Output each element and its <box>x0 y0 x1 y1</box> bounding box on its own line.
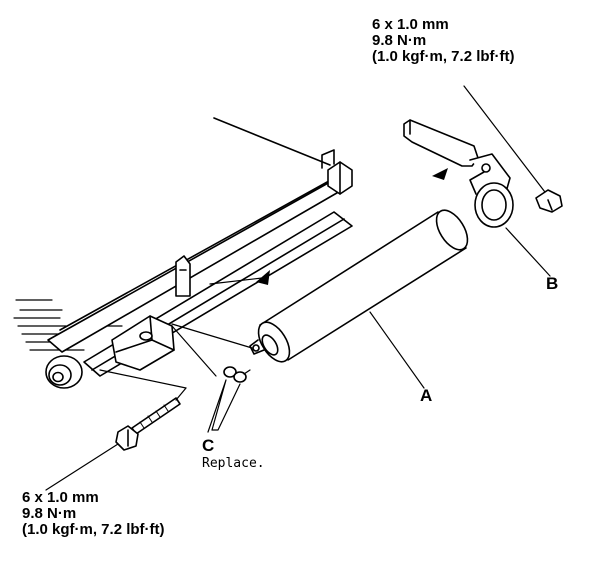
torque-spec-top: 6 x 1.0 mm 9.8 N·m (1.0 kgf·m, 7.2 lbf·f… <box>372 17 515 65</box>
condenser-fins <box>13 299 123 351</box>
receiver-dryer <box>249 209 469 363</box>
torque-nm-top: 9.8 N·m <box>372 32 427 49</box>
mounting-block <box>111 315 175 371</box>
callout-b: B <box>546 274 559 293</box>
o-rings-c <box>223 366 251 383</box>
callout-a: A <box>420 386 433 405</box>
direction-arrows <box>209 168 448 285</box>
torque-spec-bottom: 6 x 1.0 mm 9.8 N·m (1.0 kgf·m, 7.2 lbf·f… <box>22 490 165 538</box>
bolt-top <box>463 85 563 213</box>
callout-c-note: Replace. <box>202 456 265 471</box>
torque-kgf-bottom: (1.0 kgf·m, 7.2 lbf·ft) <box>22 521 165 538</box>
torque-nm-bottom: 9.8 N·m <box>22 505 77 522</box>
bolt-bottom <box>115 397 181 451</box>
callout-c: C <box>202 436 215 455</box>
leader-lines <box>45 227 551 491</box>
torque-kgf-top: (1.0 kgf·m, 7.2 lbf·ft) <box>372 48 515 65</box>
bracket-b <box>403 119 514 228</box>
bolt-size-bottom: 6 x 1.0 mm <box>22 489 99 506</box>
bolt-size-top: 6 x 1.0 mm <box>372 16 449 33</box>
